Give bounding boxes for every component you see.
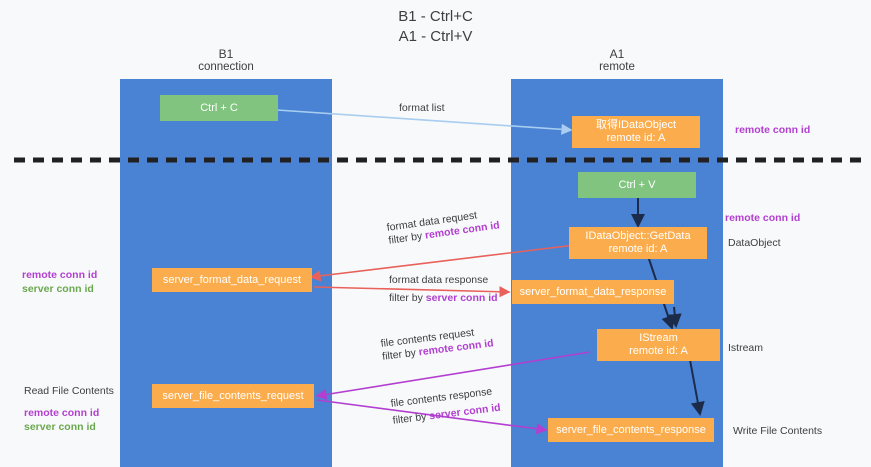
annotation-left-server-conn-id-middle: server conn id (22, 283, 94, 295)
annotation-left-read-file-contents-group: Read File Contents remote conn id server… (24, 384, 114, 434)
node-ctrl-v-label: Ctrl + V (618, 178, 656, 191)
node-server-file-contents-response[interactable]: server_file_contents_response (548, 418, 714, 442)
edge-label-file-contents-request: file contents request filter by remote c… (380, 324, 494, 363)
node-get-idataobject[interactable]: 取得IDataObject remote id: A (572, 116, 700, 148)
node-ctrl-v[interactable]: Ctrl + V (578, 172, 696, 198)
edge-label-file-contents-response: file contents response filter by server … (390, 385, 501, 428)
filter-by-prefix-2: filter by (389, 292, 426, 304)
node-ctrl-c-label: Ctrl + C (200, 101, 238, 114)
node-server-file-contents-request-label: server_file_contents_request (162, 389, 304, 402)
node-server-format-data-response[interactable]: server_format_data_response (512, 280, 674, 304)
column-header-b1-name: B1 (218, 47, 234, 61)
annotation-right-write-file-contents: Write File Contents (733, 425, 823, 437)
node-istream[interactable]: IStream remote id: A (597, 329, 720, 361)
node-server-format-data-response-label: server_format_data_response (519, 285, 667, 298)
column-header-a1-role: remote (599, 61, 635, 73)
annotation-left-server-conn-id-bottom: server conn id (24, 421, 96, 433)
node-server-format-data-request-label: server_format_data_request (162, 273, 302, 286)
node-server-file-contents-response-label: server_file_contents_response (556, 423, 706, 436)
node-server-file-contents-request[interactable]: server_file_contents_request (152, 384, 314, 408)
title-line-2: A1 - Ctrl+V (398, 28, 473, 45)
edge-label-format-data-response-line1: format data response (389, 274, 489, 286)
edge-label-format-list-line1: format list (399, 102, 445, 114)
node-server-format-data-request[interactable]: server_format_data_request (152, 268, 312, 292)
node-getdata-line1: IDataObject::GetData (585, 230, 691, 242)
annotation-left-read-file-contents: Read File Contents (24, 385, 114, 397)
annotation-right-remote-conn-id-getdata: remote conn id (725, 212, 801, 224)
node-idataobject-getdata[interactable]: IDataObject::GetData remote id: A (569, 227, 707, 259)
node-istream-line1: IStream (639, 332, 678, 344)
node-get-idataobject-line1: 取得IDataObject (595, 119, 677, 131)
column-header-a1: A1 remote (547, 48, 687, 74)
annotation-left-remote-conn-id-middle: remote conn id (22, 269, 98, 281)
node-getdata-line2: remote id: A (608, 243, 668, 255)
annotation-right-istream: Istream (728, 342, 764, 354)
filter-by-prefix-4: filter by (392, 410, 431, 427)
annotation-left-conn-ids-middle: remote conn id server conn id (22, 268, 97, 296)
title-line-1: B1 - Ctrl+C (398, 8, 473, 25)
filter-key-server-conn-id-1: server conn id (425, 292, 498, 304)
annotation-right-dataobject: DataObject (728, 237, 781, 249)
page-title: B1 - Ctrl+C A1 - Ctrl+V (0, 7, 871, 47)
node-get-idataobject-line2: remote id: A (606, 132, 666, 144)
edge-label-format-list: format list (399, 102, 445, 115)
column-header-a1-name: A1 (609, 47, 625, 61)
edge-label-format-data-response-line2: filter by server conn id (389, 292, 498, 305)
node-istream-line2: remote id: A (629, 345, 688, 357)
edge-label-format-data-request: format data request filter by remote con… (386, 206, 501, 247)
column-header-b1: B1 connection (156, 48, 296, 74)
edge-label-format-data-response: format data response filter by server co… (389, 274, 498, 305)
node-ctrl-c[interactable]: Ctrl + C (160, 95, 278, 121)
annotation-right-remote-conn-id-top: remote conn id (735, 124, 811, 136)
column-header-b1-role: connection (198, 61, 254, 73)
annotation-left-remote-conn-id-bottom: remote conn id (24, 407, 100, 419)
